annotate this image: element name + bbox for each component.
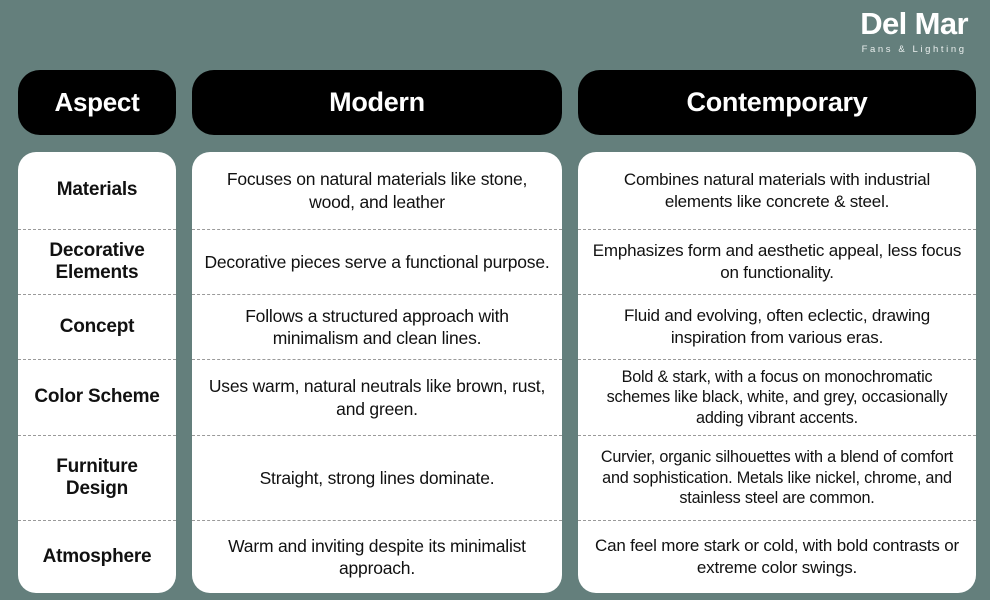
table-row: Furniture Design [18, 436, 176, 521]
table-row: Decorative Elements [18, 230, 176, 295]
contemporary-card: Combines natural materials with industri… [578, 152, 976, 593]
table-row: Decorative pieces serve a functional pur… [192, 230, 562, 295]
brand-tagline: Fans & Lighting [861, 43, 967, 55]
aspect-card: Materials Decorative Elements Concept Co… [18, 152, 176, 593]
cell-text: Fluid and evolving, often eclectic, draw… [623, 306, 931, 347]
cell-text: Warm and inviting despite its minimalist… [228, 535, 526, 578]
cell-text: Decorative pieces serve a functional pur… [204, 251, 550, 272]
cell-text: Can feel more stark or cold, with bold c… [595, 536, 959, 577]
header-aspect: Aspect [18, 70, 176, 135]
table-row: Curvier, organic silhouettes with a blen… [578, 436, 976, 521]
cell-text: Combines natural materials with industri… [623, 169, 931, 211]
table-row: Follows a structured approach with minim… [192, 295, 562, 360]
aspect-label: Furniture Design [56, 455, 138, 499]
cell-text: Bold & stark, with a focus on monochroma… [606, 367, 948, 427]
table-row: Uses warm, natural neutrals like brown, … [192, 360, 562, 436]
table-row: Bold & stark, with a focus on monochroma… [578, 360, 976, 436]
table-row: Atmosphere [18, 521, 176, 593]
table-row: Materials [18, 152, 176, 230]
column-modern: Modern Focuses on natural materials like… [192, 70, 562, 593]
aspect-label: Color Scheme [34, 386, 160, 408]
cell-text: Straight, strong lines dominate. [259, 467, 495, 488]
aspect-label: Decorative Elements [49, 239, 145, 283]
table-row: Can feel more stark or cold, with bold c… [578, 521, 976, 593]
brand-name: Del Mar [860, 6, 968, 41]
table-row: Focuses on natural materials like stone,… [192, 152, 562, 230]
cell-text: Curvier, organic silhouettes with a blen… [600, 448, 954, 508]
aspect-label: Materials [56, 179, 138, 201]
cell-text: Follows a structured approach with minim… [245, 305, 509, 348]
table-row: Straight, strong lines dominate. [192, 436, 562, 521]
header-modern: Modern [192, 70, 562, 135]
cell-text: Focuses on natural materials like stone,… [226, 169, 528, 212]
modern-card: Focuses on natural materials like stone,… [192, 152, 562, 593]
cell-text: Uses warm, natural neutrals like brown, … [208, 376, 546, 419]
table-row: Combines natural materials with industri… [578, 152, 976, 230]
aspect-label: Concept [59, 315, 135, 337]
aspect-label: Atmosphere [42, 545, 152, 567]
table-row: Emphasizes form and aesthetic appeal, le… [578, 230, 976, 295]
column-contemporary: Contemporary Combines natural materials … [578, 70, 976, 593]
table-row: Color Scheme [18, 360, 176, 436]
table-row: Fluid and evolving, often eclectic, draw… [578, 295, 976, 360]
table-row: Concept [18, 295, 176, 360]
cell-text: Emphasizes form and aesthetic appeal, le… [592, 241, 962, 282]
column-aspect: Aspect Materials Decorative Elements Con… [18, 70, 176, 593]
header-contemporary: Contemporary [578, 70, 976, 135]
brand-logo: Del Mar Fans & Lighting [860, 6, 968, 55]
comparison-table: Aspect Materials Decorative Elements Con… [18, 70, 976, 593]
table-row: Warm and inviting despite its minimalist… [192, 521, 562, 593]
